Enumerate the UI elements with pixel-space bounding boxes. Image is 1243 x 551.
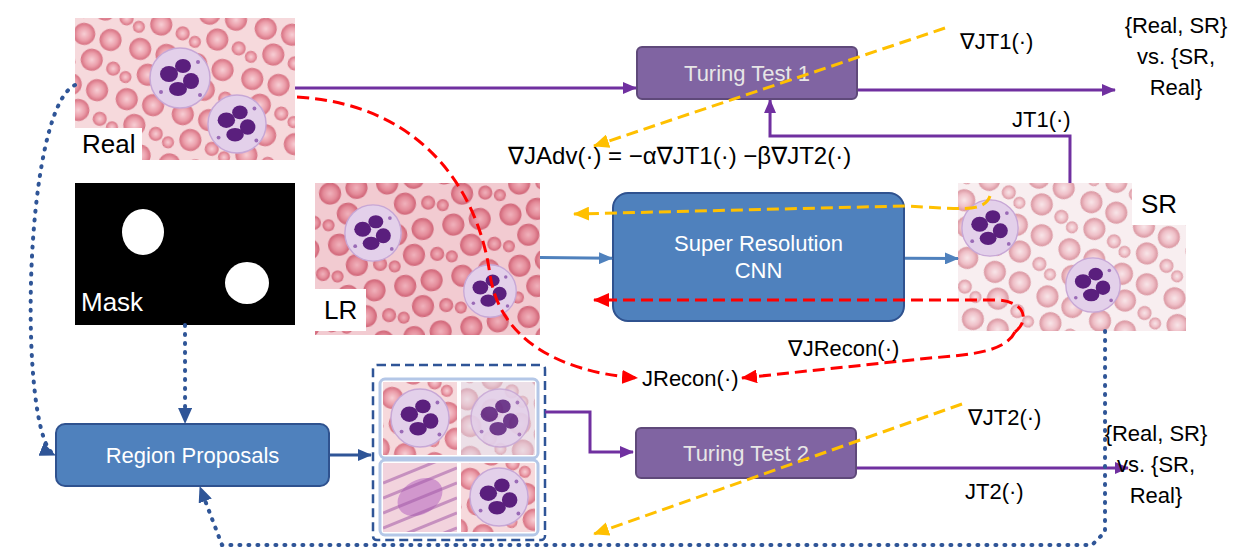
box-label: Region Proposals [106, 442, 280, 469]
adversarial-gradient-path [574, 196, 990, 214]
gradient-label: ∇JRecon(·) [788, 335, 899, 363]
proposal-arrow [330, 454, 371, 457]
gradient-label: ∇JT1(·) [960, 28, 1033, 56]
patch-pair-frame [380, 379, 538, 458]
real-image [75, 18, 295, 160]
output-arrow [858, 89, 1115, 92]
neutrophil [208, 95, 266, 153]
image-panel: Real [75, 18, 295, 160]
sr-patch [461, 382, 535, 455]
mask-image [75, 183, 295, 325]
neutrophil [391, 389, 449, 447]
connector [770, 100, 1070, 183]
loss-label: JT2(·) [965, 478, 1024, 506]
blood-smear [461, 463, 535, 532]
connector [905, 257, 958, 260]
neutrophil [962, 200, 1018, 256]
image-label: Real [75, 128, 142, 160]
adversarial-gradient-path [594, 28, 945, 146]
process-box: Turing Test 1 [636, 46, 858, 100]
loss-label: JT1(·) [1012, 106, 1071, 134]
neutrophil [471, 389, 529, 447]
blood-smear [958, 183, 1186, 331]
recon-gradient-path [594, 300, 1023, 332]
equation-label: ∇JAdv(·) = −α∇JT1(·) −β∇JT2(·) [508, 142, 851, 170]
box-label: Turing Test 2 [683, 440, 809, 467]
recon-loss-path [742, 332, 1015, 378]
sr-image [958, 183, 1186, 331]
blood-smear [461, 382, 535, 455]
recon-loss-path [297, 97, 637, 378]
mask-blob [225, 262, 269, 304]
box-label: Super Resolution CNN [664, 230, 854, 284]
mask-background [75, 183, 295, 325]
image-label: SR [1132, 183, 1186, 225]
neutrophil [470, 468, 528, 526]
image-label: Mask [81, 287, 143, 317]
patch-pair-frame [380, 460, 538, 535]
process-box: Turing Test 2 [635, 427, 857, 479]
mask-blob [122, 209, 164, 255]
blood-smear [315, 183, 540, 335]
box-label: Turing Test 1 [684, 60, 810, 87]
patch-group-bracket [373, 365, 545, 540]
neutrophil [1066, 258, 1120, 312]
grainy-background [461, 382, 535, 455]
connector [31, 85, 75, 455]
image-panel: Mask [75, 183, 295, 325]
loss-label: JRecon(·) [642, 365, 739, 393]
connector [540, 256, 612, 260]
process-box: Super Resolution CNN [612, 192, 905, 322]
streak-lines [383, 453, 457, 551]
connector [200, 331, 1105, 545]
image-label: LR [315, 289, 366, 331]
real-patch [383, 382, 457, 455]
output-arrow [857, 467, 1128, 470]
gradient-label: ∇JT2(·) [968, 404, 1041, 432]
process-box: Region Proposals [55, 423, 330, 487]
adversarial-gradient-path [594, 404, 962, 534]
lr-image [315, 183, 540, 335]
image-panel: LR [315, 183, 540, 335]
real-patch [461, 463, 535, 532]
connector [295, 87, 636, 90]
connector [183, 325, 187, 423]
blood-smear [383, 382, 457, 455]
image-panel: SR [958, 183, 1186, 331]
patch-arrow [545, 412, 633, 452]
output-label: {Real, SR} vs. {SR, Real} [1092, 418, 1220, 511]
neutrophil [464, 265, 517, 318]
blood-smear [75, 18, 295, 160]
output-label: {Real, SR} vs. {SR, Real} [1112, 10, 1240, 103]
neutrophil [345, 205, 401, 261]
streaky-patch [383, 453, 457, 551]
neutrophil [150, 48, 210, 108]
